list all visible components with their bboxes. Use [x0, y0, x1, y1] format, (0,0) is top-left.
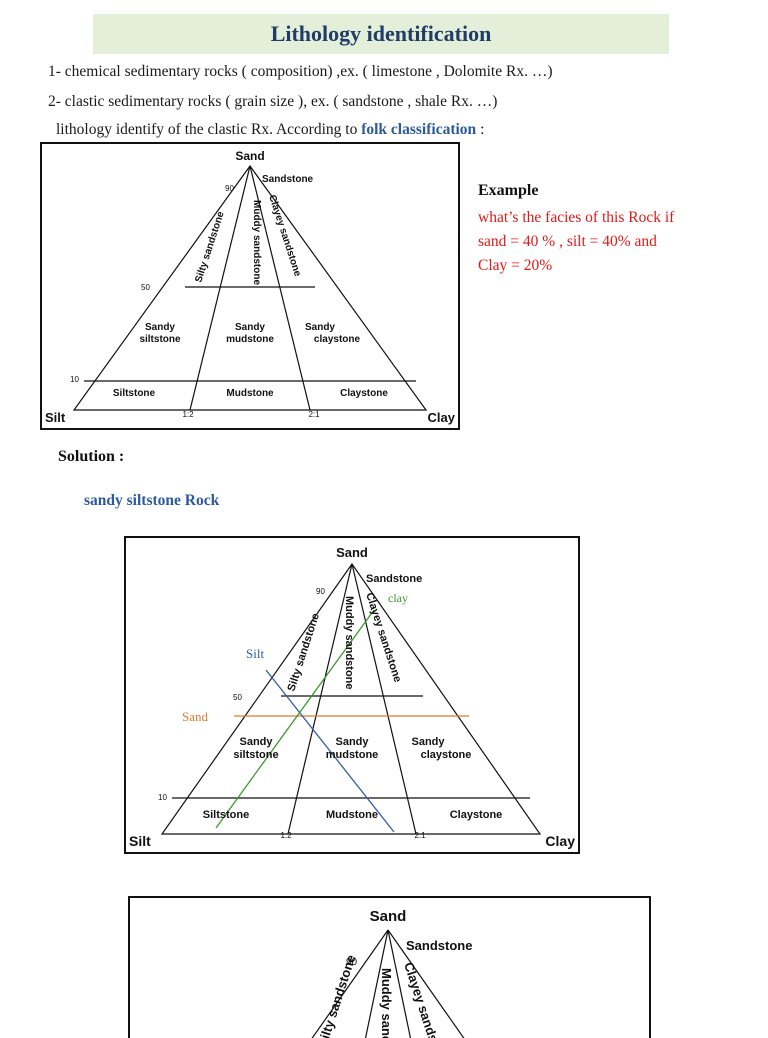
silt-40-line	[265, 669, 395, 833]
intro-line-3-suffix: :	[476, 121, 485, 138]
example-question-line-2: sand = 40 % , silt = 40% and	[478, 233, 657, 250]
example-heading: Example	[478, 182, 539, 199]
divider-21	[249, 165, 311, 411]
folk-diagram-2: clay Silt Sand Sand Sandstone 90 50 10 S…	[124, 536, 580, 854]
tick-50: 50	[233, 693, 242, 702]
zone-claystone: Claystone	[340, 388, 388, 399]
zone-sandstone: Sandstone	[262, 174, 314, 185]
tick-90: 90	[225, 184, 234, 193]
intro-line-3: lithology identify of the clastic Rx. Ac…	[56, 121, 484, 139]
divider-21	[387, 929, 412, 1038]
ratio-12: 1:2	[280, 831, 292, 840]
example-question: what’s the facies of this Rock if sand =…	[478, 206, 748, 278]
solution-heading: Solution :	[58, 448, 125, 465]
triangle-right-edge	[387, 929, 465, 1038]
zone-siltstone: Siltstone	[113, 388, 156, 399]
zone-claystone: Claystone	[450, 809, 503, 821]
ratio-12: 1:2	[182, 410, 194, 419]
zone-sandy-2: Sandy	[335, 736, 369, 748]
intro-line-3-text: lithology identify of the clastic Rx. Ac…	[56, 121, 362, 138]
zone-sandstone: Sandstone	[406, 938, 472, 953]
zone-mudstone: Mudstone	[326, 809, 378, 821]
zone-sandstone: Sandstone	[366, 573, 422, 585]
example-question-line-1: what’s the facies of this Rock if	[478, 209, 675, 226]
divider-12	[287, 563, 353, 835]
zone-sandy-3: Sandy	[411, 736, 445, 748]
ratio-21: 2:1	[414, 831, 426, 840]
title-banner: Lithology identification	[93, 14, 669, 54]
zone-claystone-part: claystone	[314, 334, 361, 345]
folk-classification-link: folk classification	[361, 121, 477, 138]
zone-muddy-sandstone: Muddy sandstone	[379, 968, 394, 1038]
example-question-line-3: Clay = 20%	[478, 257, 553, 274]
zone-mudstone: Mudstone	[226, 388, 274, 399]
zone-sandy-1: Sandy	[239, 736, 273, 748]
annotation-clay: clay	[388, 591, 408, 605]
tick-50: 50	[141, 283, 150, 292]
tick-10: 10	[70, 375, 79, 384]
zone-siltstone-part: siltstone	[233, 749, 278, 761]
tick-90: 90	[346, 957, 358, 968]
intro-line-2: 2- clastic sedimentary rocks ( grain siz…	[48, 93, 498, 110]
annotation-sand: Sand	[182, 709, 209, 724]
clay-20-line	[215, 609, 375, 829]
zone-clayey-sandstone: Clayey sandstone	[266, 194, 303, 279]
triangle-left-edge	[311, 929, 389, 1038]
zone-muddy-sandstone: Muddy sandstone	[343, 596, 355, 690]
tick-90: 90	[316, 587, 325, 596]
annotation-silt: Silt	[246, 646, 264, 661]
corner-silt: Silt	[129, 833, 151, 849]
ratio-21: 2:1	[308, 410, 320, 419]
zone-mudstone-part: mudstone	[226, 334, 274, 345]
folk-diagram-1: Sand Sandstone 90 50 10 Silty sandstone …	[40, 142, 460, 430]
zone-muddy-sandstone: Muddy sandstone	[251, 200, 262, 285]
triangle-outline	[160, 562, 542, 835]
apex-label: Sand	[235, 149, 264, 163]
corner-silt: Silt	[45, 410, 66, 425]
zone-sandy-1: Sandy	[145, 322, 175, 333]
zone-sandy-3: Sandy	[305, 322, 335, 333]
folk-diagram-3: Sand Sandstone 90 Silty sandstone Muddy …	[128, 896, 651, 1038]
apex-label: Sand	[370, 908, 407, 925]
corner-clay: Clay	[428, 410, 456, 425]
apex-label: Sand	[336, 545, 368, 560]
divider-12	[189, 165, 251, 411]
zone-silty-sandstone: Silty sandstone	[315, 953, 359, 1038]
zone-siltstone-part: siltstone	[139, 334, 181, 345]
zone-silty-sandstone: Silty sandstone	[285, 612, 322, 693]
divider-21	[351, 563, 417, 835]
solution-answer: sandy siltstone Rock	[84, 492, 220, 509]
triangle-outline	[72, 164, 428, 411]
zone-sandy-2: Sandy	[235, 322, 265, 333]
zone-claystone-part: claystone	[421, 749, 472, 761]
intro-line-1: 1- chemical sedimentary rocks ( composit…	[48, 63, 553, 80]
zone-mudstone-part: mudstone	[326, 749, 379, 761]
corner-clay: Clay	[545, 833, 575, 849]
tick-10: 10	[158, 793, 167, 802]
zone-siltstone: Siltstone	[203, 809, 249, 821]
divider-12	[364, 929, 389, 1038]
page-title: Lithology identification	[270, 21, 492, 46]
